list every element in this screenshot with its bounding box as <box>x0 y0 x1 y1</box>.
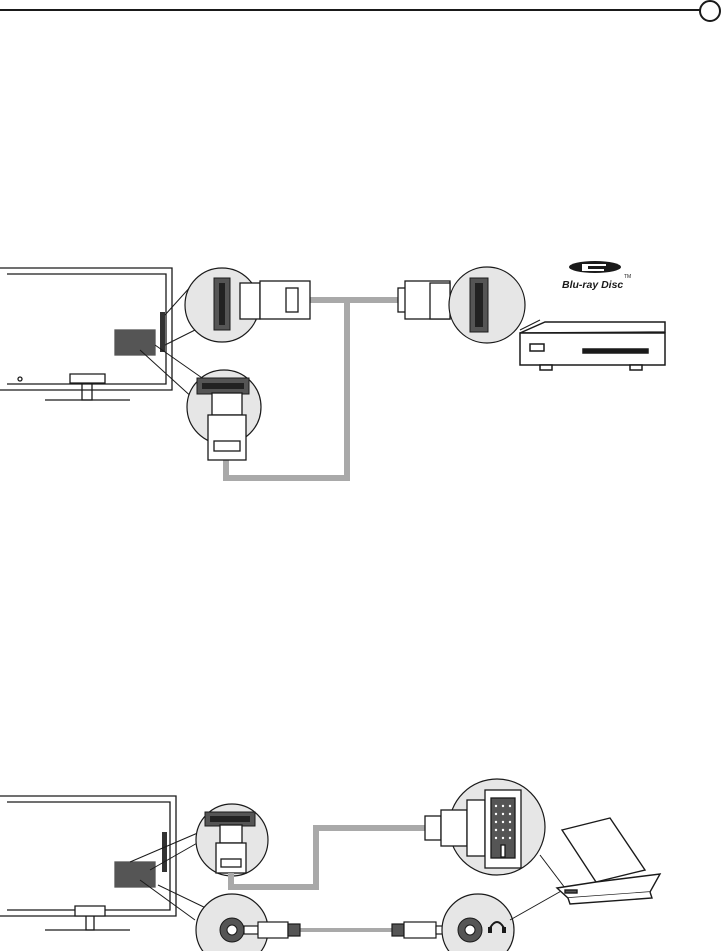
svg-text:Blu-ray Disc: Blu-ray Disc <box>562 279 623 291</box>
audio-plug-laptop <box>392 922 450 938</box>
page-marker-circle <box>699 0 721 22</box>
tv-hdmi-port-area-2 <box>115 862 155 887</box>
hdmi-plug-tv-2 <box>216 825 246 873</box>
bluray-player-illustration <box>520 322 665 370</box>
hdmi-plug-rear <box>208 393 246 460</box>
header-rule <box>0 9 700 11</box>
dvi-adapter <box>425 790 521 868</box>
svg-text:TM: TM <box>624 274 631 280</box>
laptop-illustration <box>557 818 660 904</box>
tv-back-illustration <box>0 268 172 400</box>
hdmi-plug-player <box>398 281 450 319</box>
hdmi-connection-diagram: Blu-ray Disc TM <box>0 250 727 490</box>
tv-hdmi-port-area <box>115 330 155 355</box>
bluray-logo: Blu-ray Disc TM <box>562 261 631 291</box>
dvi-connection-diagram <box>0 770 727 951</box>
hdmi-plug-tv <box>240 281 310 319</box>
tv-back-illustration-2 <box>0 796 176 930</box>
